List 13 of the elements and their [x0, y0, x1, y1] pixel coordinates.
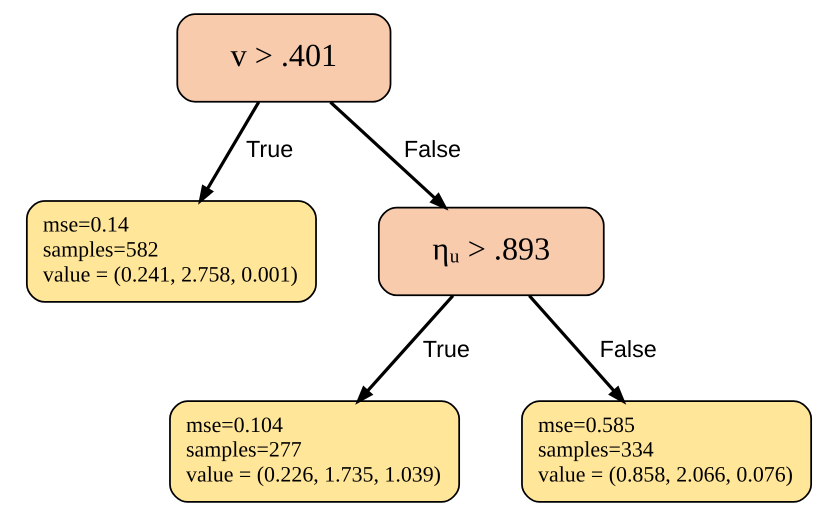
edge-label: False: [599, 336, 656, 362]
edge-label: True: [422, 336, 470, 362]
arrow: [354, 294, 454, 405]
edge-label: False: [403, 136, 461, 162]
edge-label: True: [246, 136, 293, 162]
node-box: v > .401: [176, 13, 391, 103]
arrow: [328, 100, 448, 211]
node-box: mse=0.585 samples=334 value = (0.858, 2.066, 0.076): [520, 400, 812, 503]
arrow: [198, 101, 260, 205]
node-box: mse=0.104 samples=277 value = (0.226, 1.735, 1.039): [168, 400, 460, 503]
arrow: [528, 294, 626, 405]
node-box: mse=0.14 samples=582 value = (0.241, 2.758, 0.001): [25, 200, 316, 303]
node-box: ηᵤ > .893: [377, 206, 604, 296]
